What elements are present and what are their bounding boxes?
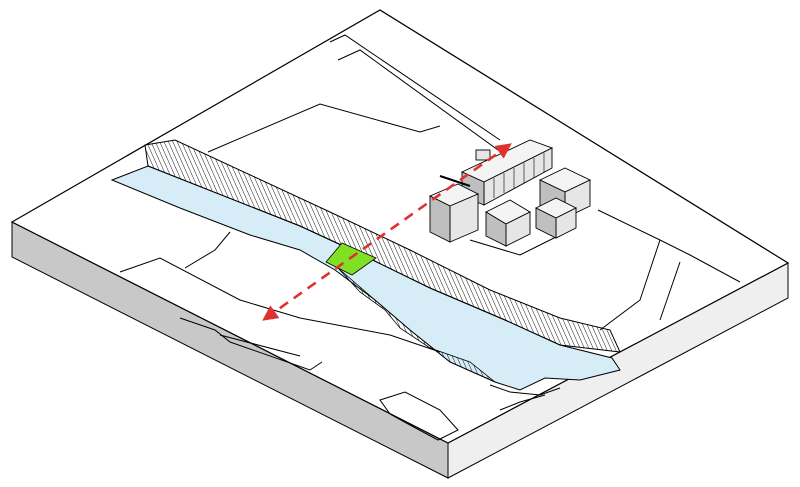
crossing-axis-arrow xyxy=(262,143,512,321)
slab-top-surface xyxy=(10,9,790,444)
entrance-structure xyxy=(475,149,491,161)
building-annex-side xyxy=(535,207,557,239)
terrain-slab xyxy=(10,9,790,479)
